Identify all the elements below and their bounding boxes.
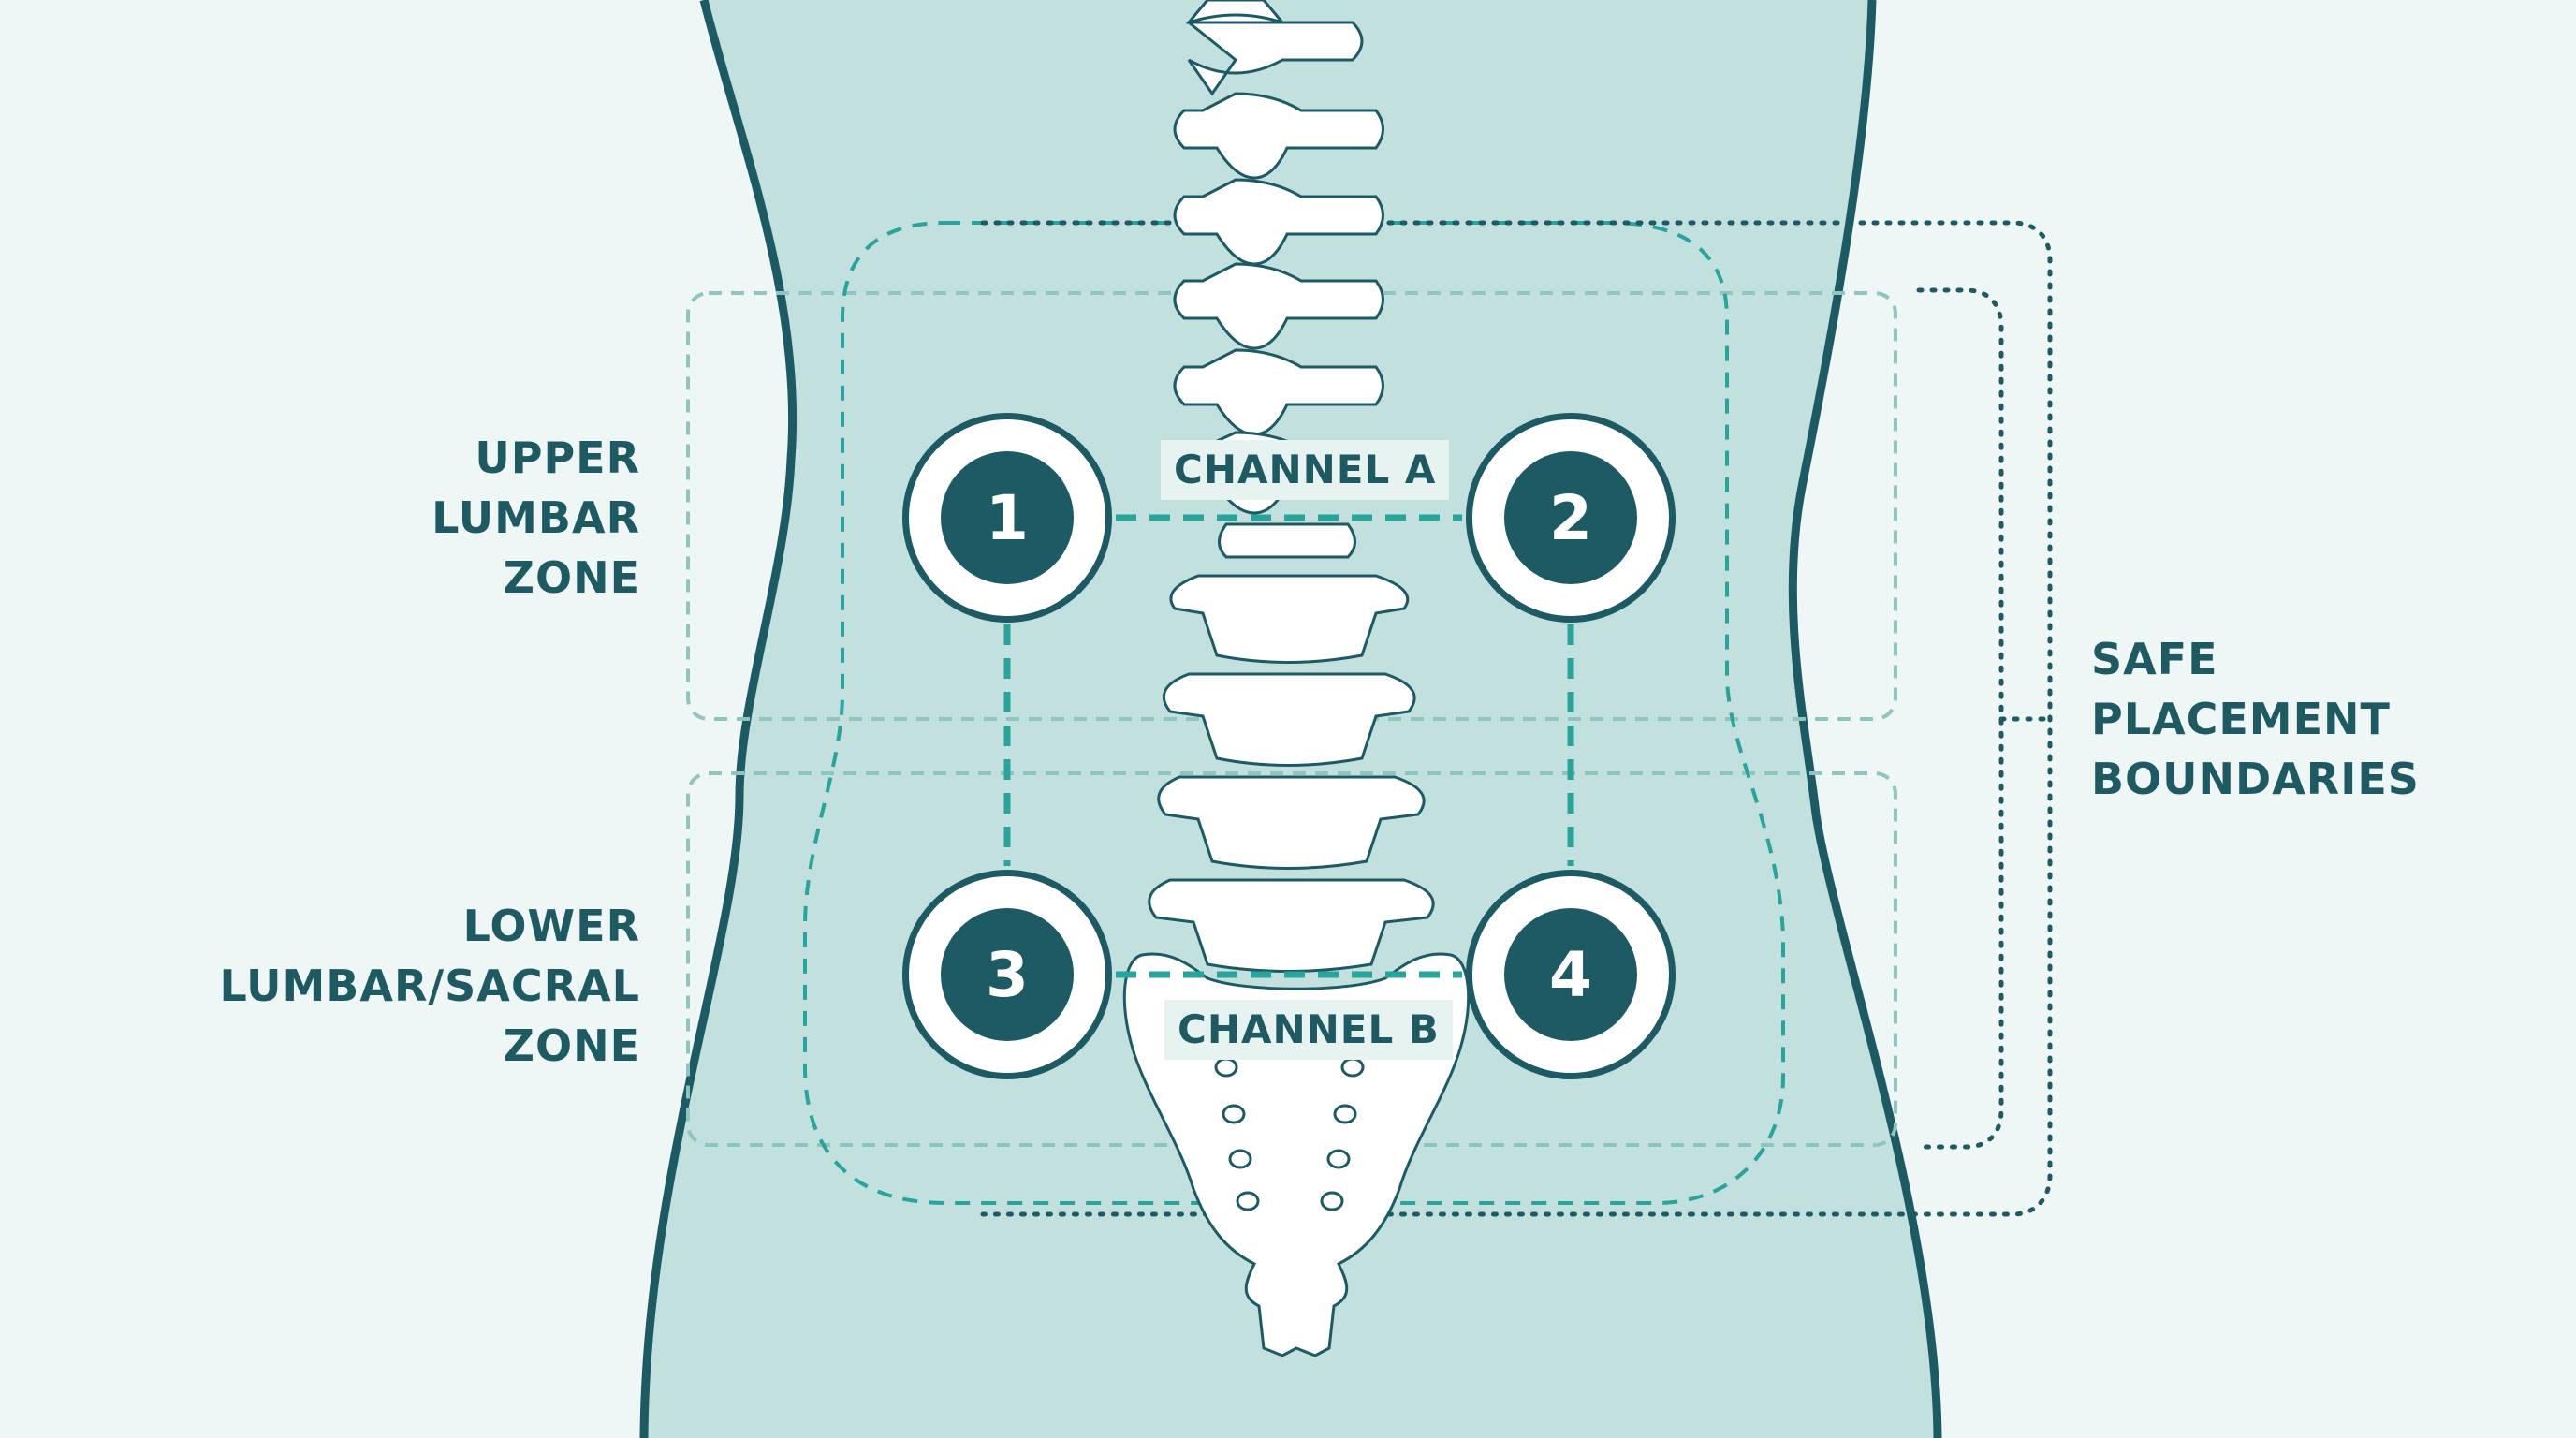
lower-zone-label-line: LUMBAR/SACRAL bbox=[219, 961, 640, 1011]
placement-region bbox=[803, 221, 1785, 1205]
sacral-foramen bbox=[1326, 1149, 1351, 1169]
vertebra bbox=[1157, 775, 1426, 870]
electrode-number: 3 bbox=[941, 908, 1074, 1041]
spine bbox=[1122, 0, 1471, 1357]
electrode-2: 2 bbox=[1466, 413, 1676, 623]
boundary-label-line: BOUNDARIES bbox=[2091, 754, 2420, 804]
electrode-number: 1 bbox=[941, 451, 1074, 584]
boundary-inner-bracket bbox=[1916, 287, 2004, 1150]
electrode-number: 4 bbox=[1504, 908, 1637, 1041]
sacral-foramen bbox=[1228, 1149, 1252, 1169]
vertebra bbox=[1218, 522, 1356, 559]
upper-zone-label: UPPER LUMBAR ZONE bbox=[432, 428, 640, 608]
sacral-foramen bbox=[1222, 1104, 1246, 1124]
boundary-label-line: SAFE bbox=[2091, 634, 2218, 684]
electrode-4: 4 bbox=[1466, 870, 1676, 1079]
upper-zone-label-line: LUMBAR bbox=[432, 492, 640, 543]
channel-b-label: CHANNEL B bbox=[1164, 1000, 1453, 1060]
lower-zone-label-line: ZONE bbox=[503, 1020, 640, 1071]
vertebra bbox=[1173, 262, 1384, 350]
torso-left-edge bbox=[639, 0, 798, 1438]
electrode-1: 1 bbox=[902, 413, 1112, 623]
torso-right-edge bbox=[1788, 0, 1942, 1438]
channel-a-label: CHANNEL A bbox=[1161, 440, 1450, 500]
vertebra bbox=[1169, 574, 1410, 664]
sacral-foramen bbox=[1320, 1191, 1344, 1211]
sacral-foramen bbox=[1236, 1191, 1260, 1211]
vertebra bbox=[1185, 0, 1364, 96]
sacral-foramen bbox=[1333, 1104, 1357, 1124]
electrode-3: 3 bbox=[902, 870, 1112, 1079]
sacral-foramen bbox=[1340, 1057, 1365, 1078]
electrode-number: 2 bbox=[1504, 451, 1637, 584]
boundary-label-line: PLACEMENT bbox=[2091, 694, 2391, 744]
vertebra bbox=[1173, 92, 1384, 180]
vertebra bbox=[1148, 878, 1435, 973]
vertebra bbox=[1173, 348, 1384, 436]
lower-zone-label-line: LOWER bbox=[462, 901, 640, 951]
upper-zone-label-line: ZONE bbox=[503, 552, 640, 603]
lower-zone-label: LOWER LUMBAR/SACRAL ZONE bbox=[219, 896, 640, 1076]
safe-boundary-label: SAFE PLACEMENT BOUNDARIES bbox=[2091, 629, 2420, 809]
boundary-outer-bracket bbox=[980, 220, 2053, 1217]
sacral-foramen bbox=[1214, 1057, 1238, 1078]
upper-zone-label-line: UPPER bbox=[475, 433, 640, 483]
vertebra bbox=[1162, 672, 1416, 767]
vertebra bbox=[1173, 178, 1384, 266]
